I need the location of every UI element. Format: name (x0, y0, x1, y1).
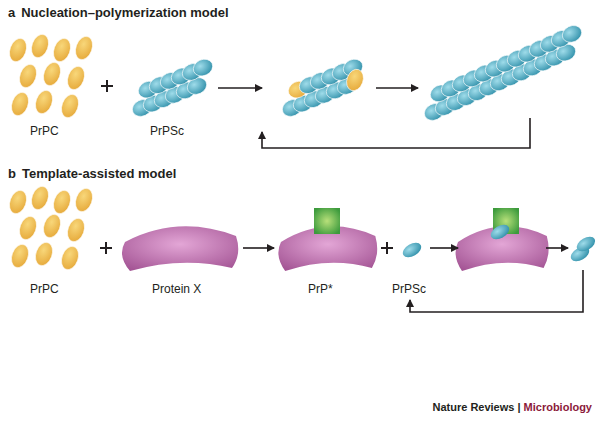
panel-letter: a (8, 5, 15, 20)
journal-credit: Microbiology (524, 400, 592, 414)
panel-letter: b (8, 166, 16, 181)
protein-label: Protein X (152, 282, 201, 296)
protein-label: PrPSc (392, 282, 426, 296)
protein-label: PrPC (30, 282, 59, 296)
panel-heading: Template-assisted model (22, 166, 176, 181)
protein-label: PrPC (30, 124, 59, 138)
panel-heading: Nucleation–polymerization model (21, 5, 228, 20)
protein-label: PrP* (308, 282, 333, 296)
protein-label: PrPSc (150, 124, 184, 138)
journal-credit: Nature Reviews | (432, 400, 520, 414)
